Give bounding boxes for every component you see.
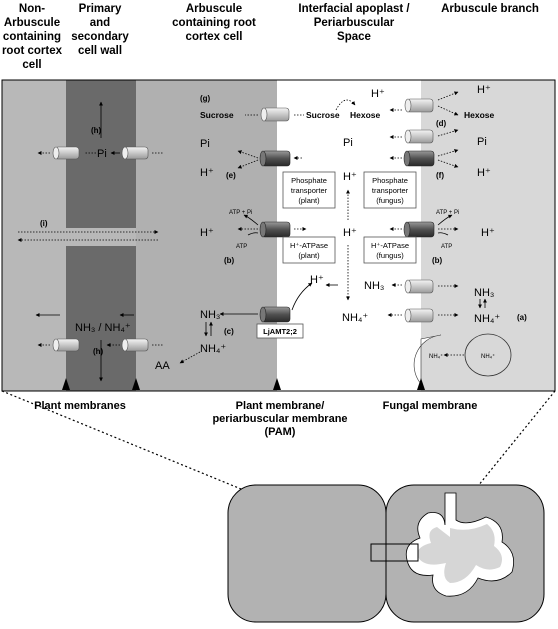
sucrose-mid: Sucrose xyxy=(306,110,340,120)
interfacial-space-region xyxy=(277,80,421,391)
hexose-right: Hexose xyxy=(464,110,495,120)
main-panel xyxy=(1,79,556,392)
label-a: (a) xyxy=(517,313,527,322)
membrane-marker-2 xyxy=(132,378,140,390)
label-plant-membranes: Plant membranes xyxy=(34,400,126,412)
flux-arrows xyxy=(17,91,487,382)
header-cell-wall: Primary and secondary cell wall xyxy=(71,3,129,57)
atp-pi-plant: ATP + Pi xyxy=(229,210,252,216)
label-b-fungus: (b) xyxy=(432,256,443,265)
wall-gap xyxy=(66,228,136,246)
ion-labels: Pi Pi Pi Pi H⁺ H⁺ H⁺ H⁺ H⁺ H⁺ H⁺ H⁺ H⁺ N… xyxy=(75,84,500,372)
pt-fungus-line1: Phosphate xyxy=(372,176,408,185)
pi-wall: Pi xyxy=(97,148,107,160)
hplus-ljamt: H⁺ xyxy=(310,274,324,286)
hplus-f: H⁺ xyxy=(477,167,491,179)
nh3-plant: NH₃ xyxy=(200,309,220,321)
nh4-vesicle-right: NH₄⁺ xyxy=(481,353,495,360)
sucrose-left: Sucrose xyxy=(200,110,234,120)
hplus-mid-2: H⁺ xyxy=(343,227,357,239)
header-arbuscule-branch: Arbuscule branch xyxy=(441,3,539,15)
arbuscule-cell-region xyxy=(136,80,277,391)
hplus-e: H⁺ xyxy=(200,167,214,179)
atpase-plant xyxy=(259,221,291,238)
sugar-labels: Sucrose Sucrose Hexose Hexose xyxy=(200,110,495,120)
fungal-nh-transporters xyxy=(404,279,434,323)
label-c: (c) xyxy=(224,327,234,336)
header-non-arbuscule-cell: Non- Arbuscule containing root cortex ce… xyxy=(1,3,63,71)
ljamt-box: LjAMT2;2 xyxy=(256,323,304,339)
label-h-top: (h) xyxy=(91,126,102,135)
pt-fungus-box: Phosphate transporter (fungus) xyxy=(363,171,417,209)
atpase-fungus-line2: (fungus) xyxy=(376,251,404,260)
membrane-marker-4 xyxy=(417,378,425,390)
step-labels: (g) (h) (h) (i) (d) (e) (f) (b) (b) (c) … xyxy=(40,94,527,356)
pt-plant-line2: transporter xyxy=(291,186,328,195)
hplus-mid-1: H⁺ xyxy=(343,171,357,183)
atpase-fungus-box: H⁺-ATPase (fungus) xyxy=(363,236,417,264)
fungal-vesicle-right xyxy=(464,333,512,377)
nh4-vesicle-left: NH₄⁺ xyxy=(429,353,443,360)
nh4-right: NH₄⁺ xyxy=(474,313,500,325)
label-e: (e) xyxy=(226,171,236,180)
label-f: (f) xyxy=(436,171,444,180)
label-d: (d) xyxy=(436,119,447,128)
atp-pi-fungus: ATP + Pi xyxy=(436,210,459,216)
atpase-fungus xyxy=(403,221,435,238)
atpase-plant-line1: H⁺-ATPase xyxy=(290,241,328,250)
hexose-mid: Hexose xyxy=(350,110,381,120)
nh3-right: NH₃ xyxy=(474,287,494,299)
label-i: (i) xyxy=(40,219,48,228)
nh4-mid: NH₄⁺ xyxy=(342,312,368,324)
membrane-marker-3 xyxy=(273,378,281,390)
atp-labels: ATP + Pi ATP ATP + Pi ATP xyxy=(229,210,459,250)
pi-mid: Pi xyxy=(343,137,353,149)
pi-plant: Pi xyxy=(200,138,210,150)
pt-plant-box: Phosphate transporter (plant) xyxy=(282,171,336,209)
transporter-d xyxy=(404,98,434,144)
zoom-line-left xyxy=(1,390,386,549)
arbuscule-fill xyxy=(417,493,502,583)
header-arbuscule-cell: Arbuscule containing root cortex cell xyxy=(172,3,256,43)
label-b-plant: (b) xyxy=(224,256,235,265)
nh3-wall: NH₃ / NH₄⁺ xyxy=(75,322,131,334)
transporter-g xyxy=(260,107,290,122)
transporter-e xyxy=(259,150,291,167)
hplus-atpase-fungus: H⁺ xyxy=(481,227,495,239)
hplus-top-right: H⁺ xyxy=(477,84,491,96)
hplus-top: H⁺ xyxy=(371,88,385,100)
hplus-atpase-plant: H⁺ xyxy=(200,227,214,239)
pt-fungus-line3: (fungus) xyxy=(376,196,404,205)
atpase-plant-line2: (plant) xyxy=(298,251,320,260)
pi-right: Pi xyxy=(477,136,487,148)
pt-fungus-line2: transporter xyxy=(372,186,409,195)
atp-plant: ATP xyxy=(236,244,247,250)
label-pam: Plant membrane/ periarbuscular membrane … xyxy=(212,400,348,438)
atpase-plant-box: H⁺-ATPase (plant) xyxy=(282,236,336,264)
label-h-bottom: (h) xyxy=(93,347,104,356)
atp-fungus: ATP xyxy=(441,244,452,250)
aa-label: AA xyxy=(155,360,170,372)
ljamt-label: LjAMT2;2 xyxy=(263,327,297,336)
nh3-mid: NH₃ xyxy=(364,280,384,292)
nh4-plant: NH₄⁺ xyxy=(200,343,226,355)
bottom-cell-left xyxy=(227,484,387,623)
pt-plant-line1: Phosphate xyxy=(291,176,327,185)
ljamt-transporter xyxy=(259,306,291,323)
header-interfacial-space: Interfacial apoplast / Periarbuscular Sp… xyxy=(298,3,410,43)
label-g: (g) xyxy=(200,94,211,103)
wall-transporters xyxy=(52,146,149,352)
zoom-box xyxy=(370,543,419,562)
atpase-fungus-line1: H⁺-ATPase xyxy=(371,241,409,250)
transporter-f xyxy=(403,150,435,167)
pt-plant-line3: (plant) xyxy=(298,196,320,205)
label-fungal-membrane: Fungal membrane xyxy=(382,400,478,412)
membrane-marker-1 xyxy=(62,378,70,390)
